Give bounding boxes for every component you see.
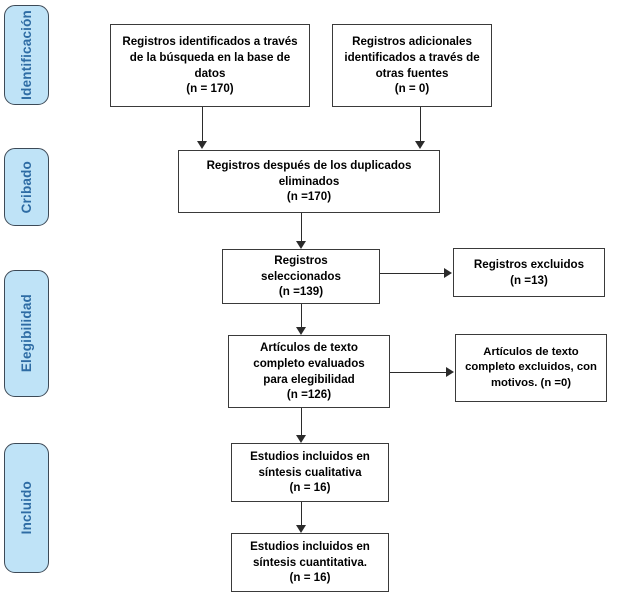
node-records-excluded: Registros excluidos (n =13)	[453, 248, 605, 297]
arrowhead-duplicates-to-screened	[296, 241, 306, 249]
node-records-after-duplicates-text: Registros después de los duplicados elim…	[206, 159, 412, 204]
stage-elegibilidad: Elegibilidad	[4, 270, 49, 397]
node-studies-qualitative-text: Estudios incluidos en síntesis cualitati…	[250, 450, 370, 495]
connector-database-to-duplicates	[202, 107, 203, 142]
stage-elegibilidad-label: Elegibilidad	[19, 294, 34, 373]
connector-fulltext-to-excluded	[390, 372, 447, 373]
stage-cribado: Cribado	[4, 148, 49, 226]
stage-identificacion: Identificación	[4, 5, 49, 105]
connector-qualitative-to-quantitative	[301, 502, 302, 526]
node-fulltext-assessed: Artículos de texto completo evaluados pa…	[228, 335, 390, 408]
arrowhead-database-to-duplicates	[197, 141, 207, 149]
node-records-screened: Registros seleccionados (n =139)	[222, 249, 380, 304]
connector-other-sources-to-duplicates	[420, 107, 421, 142]
node-fulltext-excluded-text: Artículos de texto completo excluidos, c…	[465, 346, 597, 389]
stage-cribado-label: Cribado	[19, 160, 34, 214]
node-records-other-sources: Registros adicionales identificados a tr…	[332, 24, 492, 107]
stage-incluido: Incluido	[4, 443, 49, 573]
node-records-other-sources-text: Registros adicionales identificados a tr…	[344, 35, 480, 96]
node-studies-quantitative: Estudios incluidos en síntesis cuantitat…	[231, 533, 389, 592]
arrowhead-screened-to-excluded	[444, 268, 452, 278]
node-fulltext-excluded: Artículos de texto completo excluidos, c…	[455, 334, 607, 402]
node-studies-qualitative: Estudios incluidos en síntesis cualitati…	[231, 443, 389, 502]
connector-screened-to-fulltext	[301, 304, 302, 328]
arrowhead-screened-to-fulltext	[296, 327, 306, 335]
arrowhead-fulltext-to-excluded	[446, 367, 454, 377]
arrowhead-qualitative-to-quantitative	[296, 525, 306, 533]
arrowhead-fulltext-to-qualitative	[296, 435, 306, 443]
node-records-database: Registros identificados a través de la b…	[110, 24, 310, 107]
node-records-database-text: Registros identificados a través de la b…	[122, 35, 298, 96]
connector-fulltext-to-qualitative	[301, 408, 302, 436]
arrowhead-other-sources-to-duplicates	[415, 141, 425, 149]
stage-incluido-label: Incluido	[19, 481, 34, 535]
node-fulltext-assessed-text: Artículos de texto completo evaluados pa…	[253, 341, 365, 402]
stage-identificacion-label: Identificación	[19, 10, 34, 100]
connector-screened-to-excluded	[380, 273, 445, 274]
node-studies-quantitative-text: Estudios incluidos en síntesis cuantitat…	[250, 540, 370, 585]
connector-duplicates-to-screened	[301, 213, 302, 242]
node-records-screened-text: Registros seleccionados (n =139)	[261, 254, 341, 299]
node-records-excluded-text: Registros excluidos (n =13)	[473, 257, 585, 287]
node-records-after-duplicates: Registros después de los duplicados elim…	[178, 150, 440, 213]
